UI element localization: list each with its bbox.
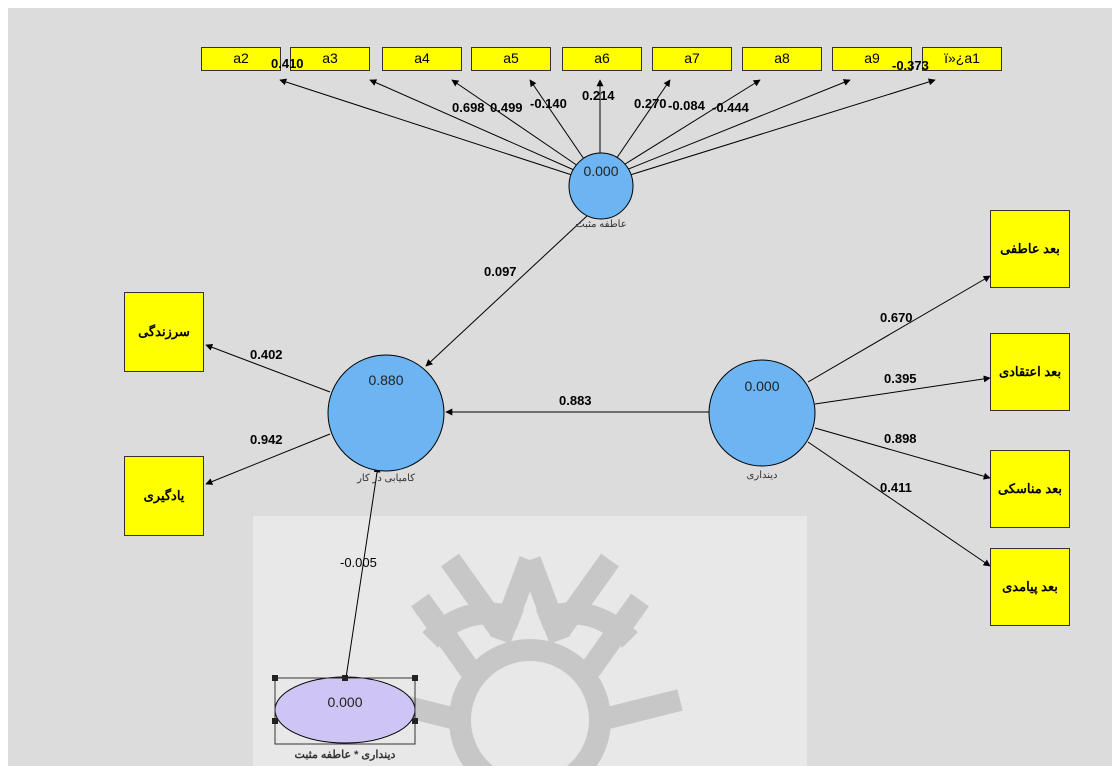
construct-religiosity[interactable] bbox=[708, 359, 816, 467]
indicator-ritual-dim[interactable]: بعد مناسکی bbox=[990, 450, 1070, 528]
loading-a8: -0.084 bbox=[668, 98, 705, 113]
thriving-name: کامیابی در کار bbox=[357, 473, 415, 484]
loading-a3: 0.698 bbox=[452, 100, 485, 115]
loading-ritual-dim: 0.898 bbox=[884, 431, 917, 446]
indicator-a4[interactable]: a4 bbox=[382, 47, 462, 71]
construct-work-thriving[interactable] bbox=[327, 354, 445, 472]
path-coef-affect: 0.097 bbox=[484, 264, 517, 279]
interaction-name: دینداری * عاطفه مثبت bbox=[294, 749, 396, 761]
indicator-a7[interactable]: a7 bbox=[652, 47, 732, 71]
arrow-a7 bbox=[613, 79, 671, 163]
arrow-affective-dim bbox=[807, 275, 991, 383]
arrow-consequence-dim bbox=[807, 441, 991, 567]
path-coef-interaction: -0.005 bbox=[340, 555, 377, 570]
arrow-belief-dim bbox=[814, 375, 991, 405]
affect-r2: 0.000 bbox=[583, 163, 619, 179]
interaction-r2: 0.000 bbox=[327, 694, 363, 710]
loading-affective-dim: 0.670 bbox=[880, 310, 913, 325]
arrow-learning bbox=[205, 433, 331, 485]
religiosity-name: دینداری bbox=[746, 470, 778, 481]
indicator-a5[interactable]: a5 bbox=[471, 47, 551, 71]
selection-handles[interactable] bbox=[272, 675, 418, 724]
path-coef-religiosity: 0.883 bbox=[559, 393, 592, 408]
loading-a2: 0.410 bbox=[271, 56, 304, 71]
loading-a7: 0.270 bbox=[634, 96, 667, 111]
loading-a4: 0.499 bbox=[490, 100, 523, 115]
watermark-logo bbox=[377, 553, 683, 766]
loading-a6: 0.214 bbox=[582, 88, 615, 103]
indicator-a9[interactable]: a9 bbox=[832, 47, 912, 71]
loading-a5: -0.140 bbox=[530, 96, 567, 111]
path-affect-thriving bbox=[425, 214, 589, 367]
indicator-consequence-dim[interactable]: بعد پیامدی bbox=[990, 548, 1070, 626]
indicator-belief-dim[interactable]: بعد اعتقادی bbox=[990, 333, 1070, 411]
loading-consequence-dim: 0.411 bbox=[880, 480, 912, 495]
thriving-r2: 0.880 bbox=[368, 372, 404, 388]
loading-learning: 0.942 bbox=[250, 432, 283, 447]
loading-vitality: 0.402 bbox=[250, 347, 283, 362]
arrow-a5 bbox=[529, 79, 587, 163]
arrow-vitality bbox=[205, 343, 331, 393]
indicator-a8[interactable]: a8 bbox=[742, 47, 822, 71]
loading-belief-dim: 0.395 bbox=[884, 371, 917, 386]
indicator-learning[interactable]: یادگیری bbox=[124, 456, 204, 536]
arrow-a9 bbox=[625, 79, 851, 171]
indicator-a2[interactable]: a2 bbox=[201, 47, 281, 71]
outer-arrows-affect bbox=[279, 78, 936, 176]
affect-name: عاطفه مثبت bbox=[575, 219, 627, 230]
loading-a1: -0.373 bbox=[892, 58, 929, 73]
loading-a9: -0.444 bbox=[712, 100, 749, 115]
indicator-a3[interactable]: a3 bbox=[290, 47, 370, 71]
construct-positive-affect[interactable] bbox=[568, 152, 634, 220]
arrow-a8 bbox=[621, 79, 761, 167]
indicator-a1[interactable]: ï»¿a1 bbox=[922, 47, 1002, 71]
construct-interaction[interactable] bbox=[274, 676, 416, 744]
arrow-a1 bbox=[629, 78, 936, 176]
arrow-ritual-dim bbox=[814, 427, 991, 480]
arrow-a2 bbox=[279, 78, 573, 176]
indicator-vitality[interactable]: سرزندگی bbox=[124, 292, 204, 372]
religiosity-r2: 0.000 bbox=[744, 378, 780, 394]
indicator-affective-dim[interactable]: بعد عاطفی bbox=[990, 210, 1070, 288]
arrow-a4 bbox=[451, 79, 579, 167]
arrow-a3 bbox=[369, 79, 575, 171]
indicator-a6[interactable]: a6 bbox=[562, 47, 642, 71]
path-interaction-thriving bbox=[345, 465, 381, 679]
